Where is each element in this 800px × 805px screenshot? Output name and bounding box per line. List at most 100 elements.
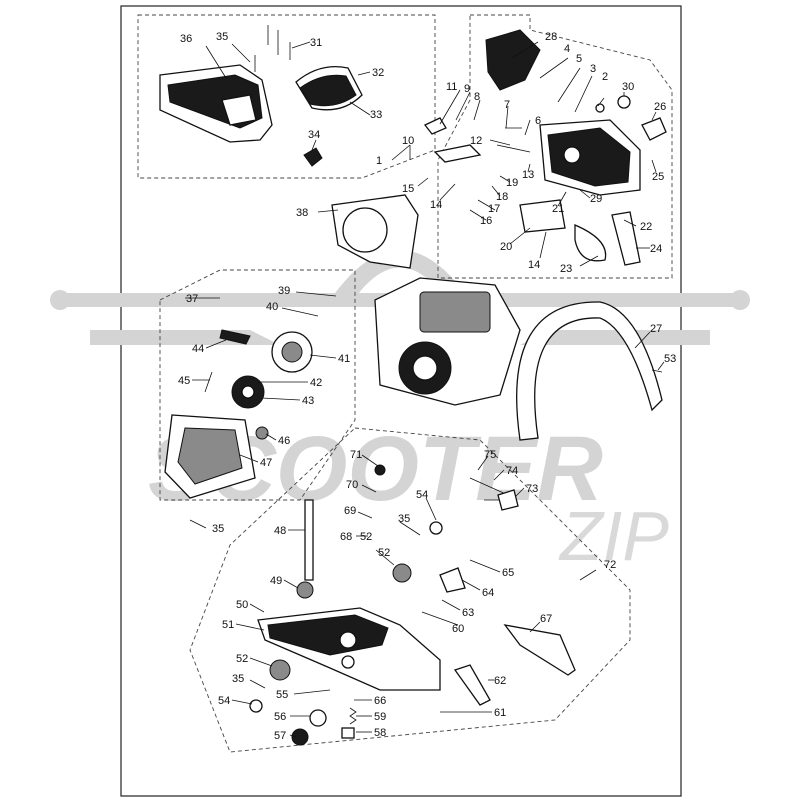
fuel-cap-parts <box>469 477 519 511</box>
callout-15: 15 <box>402 183 414 195</box>
callout-7: 7 <box>504 99 510 111</box>
oil-pipe <box>304 499 314 581</box>
callout-69: 69 <box>344 505 356 517</box>
callout-56: 56 <box>274 711 286 723</box>
callout-5: 5 <box>576 53 582 65</box>
callout-58: 58 <box>374 727 386 739</box>
callout-11: 11 <box>446 81 457 93</box>
callout-38: 38 <box>296 207 308 219</box>
callout-23: 23 <box>560 263 572 275</box>
side-plate <box>641 117 667 141</box>
engine-block <box>374 277 521 406</box>
callout-19: 19 <box>506 177 518 189</box>
callout-30: 30 <box>622 81 634 93</box>
callout-70: 70 <box>346 479 358 491</box>
callout-54b: 54 <box>218 695 230 707</box>
callout-27: 27 <box>650 323 662 335</box>
chain-guide <box>485 29 541 91</box>
callout-2: 2 <box>602 71 608 83</box>
callout-41: 41 <box>338 353 350 365</box>
callout-65: 65 <box>502 567 514 579</box>
cover-screws <box>254 25 291 72</box>
callout-55: 55 <box>276 689 288 701</box>
callout-54a: 54 <box>416 489 428 501</box>
callout-60: 60 <box>452 623 464 635</box>
callout-59: 59 <box>374 711 386 723</box>
caps-and-springs <box>249 521 443 746</box>
bar-nut <box>595 103 605 113</box>
anti-vibration-buffers <box>269 464 412 681</box>
callout-9: 9 <box>464 83 470 95</box>
leader-lines <box>185 41 665 738</box>
callout-25: 25 <box>652 171 664 183</box>
callout-44: 44 <box>192 343 204 355</box>
callout-31: 31 <box>310 37 322 49</box>
callout-61: 61 <box>494 707 506 719</box>
callout-1: 1 <box>376 155 382 167</box>
air-filter <box>295 65 363 111</box>
callout-49: 49 <box>270 575 282 587</box>
callout-52c: 52 <box>236 653 248 665</box>
callout-52b: 52 <box>378 547 390 559</box>
callout-28: 28 <box>545 31 557 43</box>
callout-64: 64 <box>482 587 494 599</box>
callout-18: 18 <box>496 191 508 203</box>
rear-handle-housing <box>257 607 441 691</box>
callout-34: 34 <box>308 129 320 141</box>
callout-3: 3 <box>590 63 596 75</box>
starter-group-outline <box>159 269 356 501</box>
flywheel-shroud <box>331 194 419 269</box>
callout-10: 10 <box>402 135 414 147</box>
callout-73: 73 <box>526 483 538 495</box>
callout-35a: 35 <box>216 31 228 43</box>
starter-housing <box>164 414 256 499</box>
callout-35c: 35 <box>398 513 410 525</box>
top-cover-group-outline <box>137 14 436 179</box>
callout-36: 36 <box>180 33 192 45</box>
callout-17: 17 <box>488 203 500 215</box>
callout-13: 13 <box>522 169 534 181</box>
callout-4: 4 <box>564 43 570 55</box>
callout-37: 37 <box>186 293 198 305</box>
callout-71: 71 <box>350 449 362 461</box>
choke-rod <box>439 567 466 593</box>
cover-latch <box>303 147 323 167</box>
callout-16: 16 <box>480 215 492 227</box>
callout-20: 20 <box>500 241 512 253</box>
starter-rope <box>204 371 213 393</box>
callout-12: 12 <box>470 135 482 147</box>
diagram-frame <box>120 5 682 797</box>
callout-47: 47 <box>260 457 272 469</box>
callout-21: 21 <box>552 203 564 215</box>
callout-22: 22 <box>640 221 652 233</box>
handle-group-outline <box>189 427 631 753</box>
callout-51: 51 <box>222 619 234 631</box>
callout-14b: 14 <box>528 259 540 271</box>
callout-66: 66 <box>374 695 386 707</box>
callout-48: 48 <box>274 525 286 537</box>
callout-42: 42 <box>310 377 322 389</box>
callout-53: 53 <box>664 353 676 365</box>
handle-bolt <box>651 369 663 373</box>
callout-46: 46 <box>278 435 290 447</box>
callout-6: 6 <box>535 115 541 127</box>
fuel-filter <box>296 581 314 599</box>
throttle-lockout <box>453 664 491 706</box>
callout-43: 43 <box>302 395 314 407</box>
starter-pulley <box>271 331 313 373</box>
callout-52a: 52 <box>360 531 372 543</box>
callout-75: 75 <box>484 449 496 461</box>
callout-33: 33 <box>370 109 382 121</box>
callout-14a: 14 <box>430 199 442 211</box>
starter-handle <box>219 329 251 345</box>
recoil-spring <box>231 375 265 409</box>
front-handle <box>516 301 663 441</box>
callout-50: 50 <box>236 599 248 611</box>
clutch-cover-group-outline <box>437 14 673 279</box>
callout-45: 45 <box>178 375 190 387</box>
callout-35b: 35 <box>212 523 224 535</box>
callout-40: 40 <box>266 301 278 313</box>
sprocket-nut <box>617 95 631 109</box>
callout-74: 74 <box>506 465 518 477</box>
callout-67: 67 <box>540 613 552 625</box>
